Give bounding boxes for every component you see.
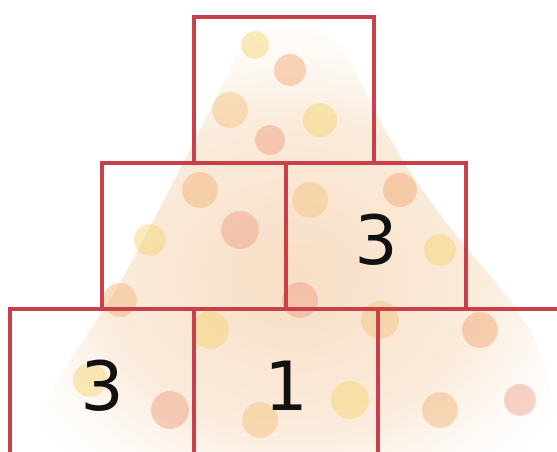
pyramid-cell-bottom-right[interactable] — [376, 307, 557, 452]
pyramid-cell-middle-right[interactable]: 3 — [284, 161, 468, 311]
pyramid-cell-bottom-left[interactable]: 3 — [8, 307, 196, 452]
pyramid-cell-bottom-middle[interactable]: 1 — [192, 307, 380, 452]
cell-value: 3 — [354, 208, 397, 276]
pyramid-cell-top[interactable] — [192, 15, 376, 165]
cell-value: 1 — [264, 354, 307, 422]
cell-value: 3 — [80, 354, 123, 422]
pyramid-cell-middle-left[interactable] — [100, 161, 288, 311]
